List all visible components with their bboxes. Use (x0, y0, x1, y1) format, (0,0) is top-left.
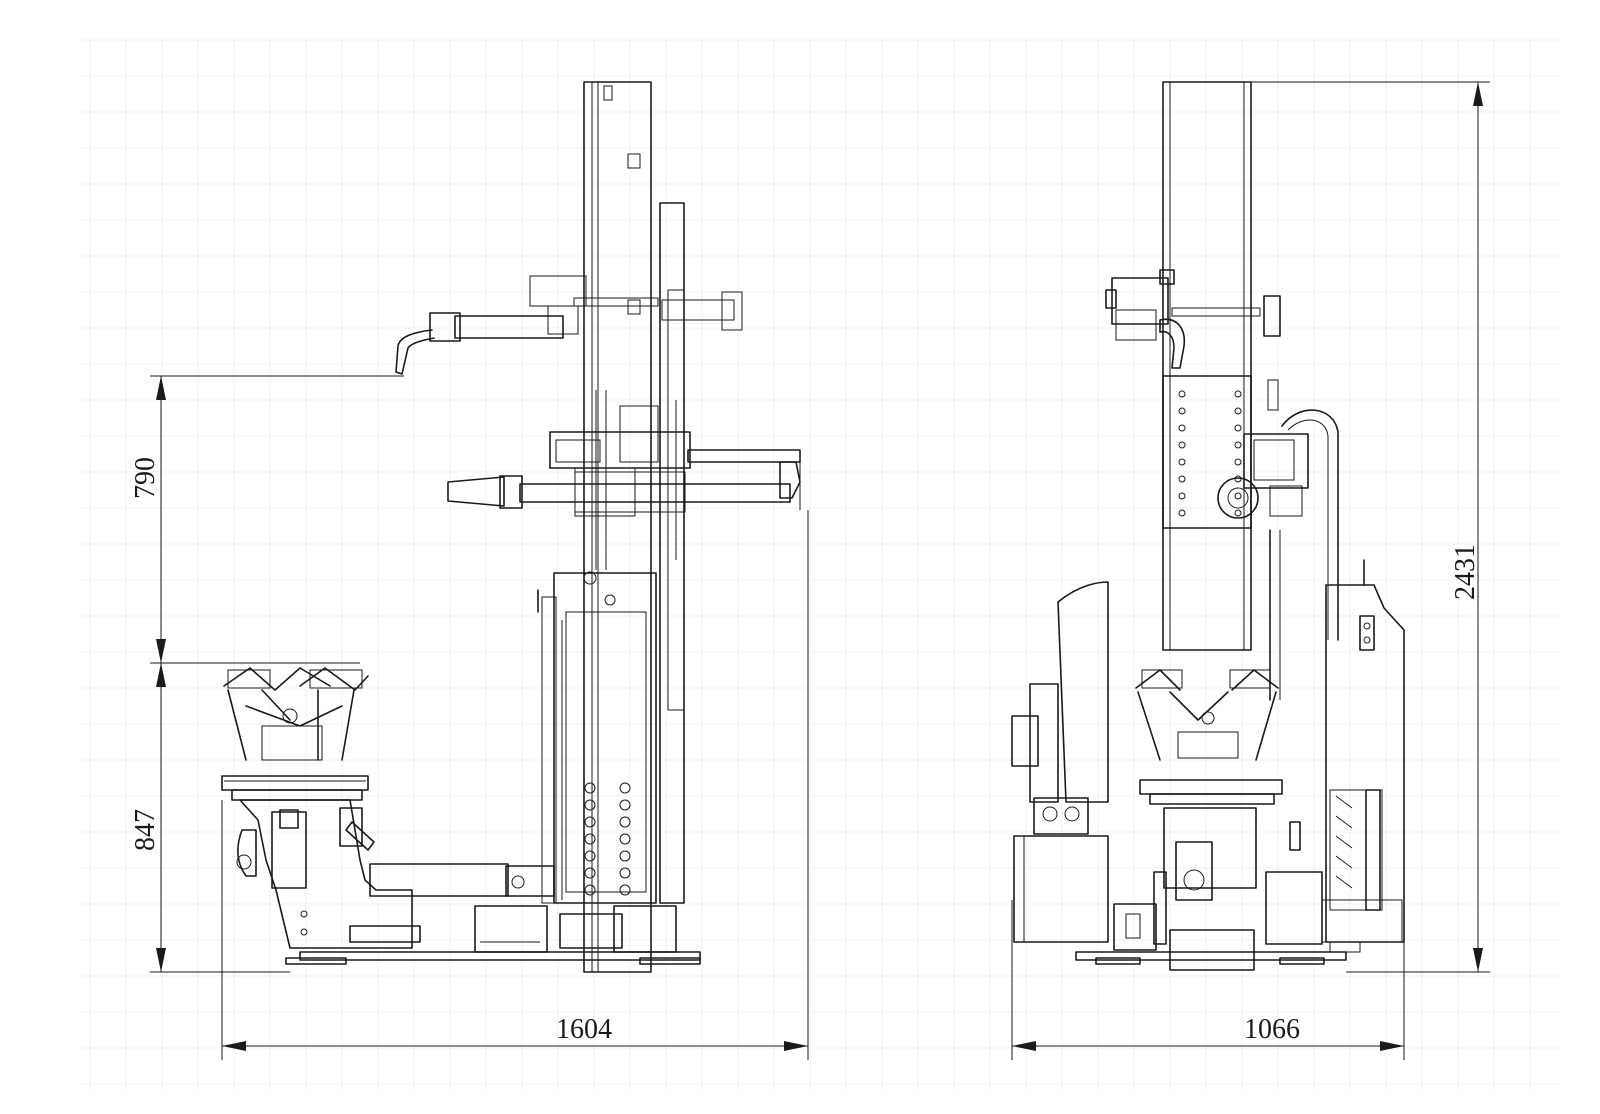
dim-lower-height: 847 (130, 809, 161, 851)
side-column (583, 81, 652, 973)
front-cable-chain (1269, 409, 1339, 701)
side-base (236, 799, 701, 965)
front-tool-head (1105, 269, 1281, 411)
side-lower-arm (447, 461, 801, 513)
front-column (1162, 81, 1252, 651)
side-view-machine (221, 81, 801, 973)
front-right-cabinet (1321, 559, 1405, 943)
background-grid (80, 39, 1560, 1090)
front-clamps (1135, 669, 1279, 761)
side-cabinet (537, 571, 657, 904)
dimension-lines (150, 81, 1490, 1060)
side-clamps (223, 667, 369, 761)
front-left-motor (1011, 581, 1109, 943)
column-holes (1178, 390, 1242, 517)
side-upper-arm (395, 275, 743, 375)
front-turntable (1139, 779, 1283, 805)
side-carriage (549, 405, 801, 517)
side-turntable (221, 775, 369, 801)
side-slider (659, 202, 685, 904)
front-carriage (1217, 433, 1309, 519)
dimension-labels: 790 847 1604 1066 2431 (130, 457, 1481, 1045)
cabinet-holes (584, 782, 631, 896)
dim-total-height: 2431 (1450, 544, 1481, 600)
dim-side-width: 1604 (556, 1014, 612, 1045)
front-view-machine (1011, 81, 1405, 971)
dim-upper-height: 790 (130, 457, 161, 499)
dim-front-width: 1066 (1244, 1014, 1300, 1045)
front-lower-body (1075, 807, 1361, 971)
